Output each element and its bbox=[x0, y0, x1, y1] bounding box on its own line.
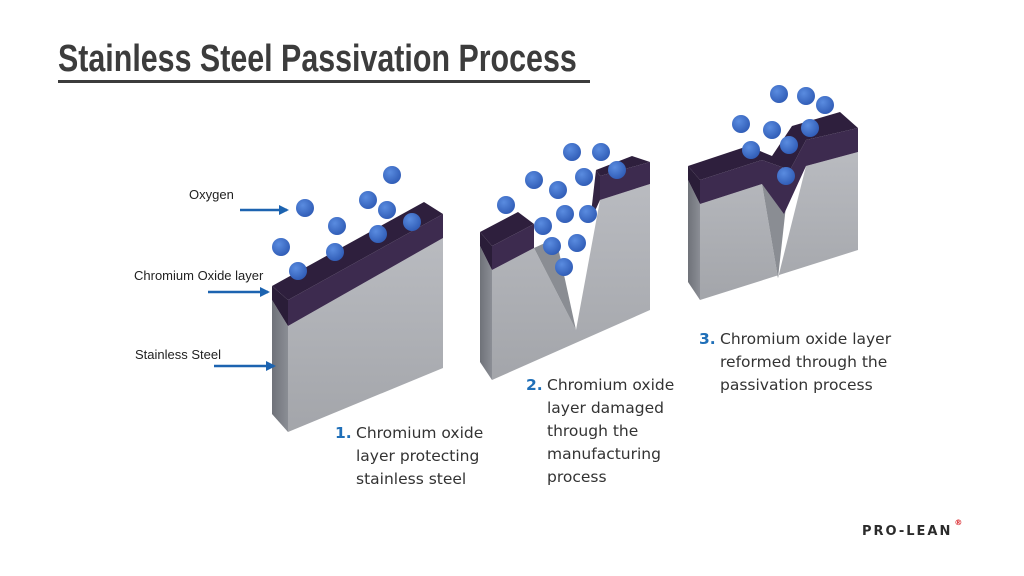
oxygen-molecule bbox=[369, 225, 387, 243]
block-3-steel-side bbox=[688, 180, 700, 300]
block-1-oxide-front bbox=[288, 214, 443, 326]
oxygen-molecule bbox=[770, 85, 788, 103]
step-3-line-1: Chromium oxide layer bbox=[720, 330, 892, 348]
oxygen-molecule bbox=[732, 115, 750, 133]
step-3-number: 3. bbox=[699, 330, 716, 348]
logo-text: PRO-LEAN bbox=[862, 524, 953, 539]
oxygen-group-2 bbox=[497, 143, 626, 276]
oxygen-molecule bbox=[777, 167, 795, 185]
step-2-line-3: through the bbox=[547, 422, 639, 440]
oxygen-molecule bbox=[555, 258, 573, 276]
oxygen-molecule bbox=[763, 121, 781, 139]
title-underline bbox=[58, 80, 590, 83]
oxygen-molecule bbox=[575, 168, 593, 186]
block-3-reformed bbox=[688, 112, 858, 300]
step-1-line-3: stainless steel bbox=[356, 470, 467, 488]
oxygen-molecule bbox=[326, 243, 344, 261]
stainless-steel-label: Stainless Steel bbox=[135, 347, 221, 362]
oxygen-molecule bbox=[801, 119, 819, 137]
block-2-notch-face bbox=[534, 238, 576, 330]
page-title: Stainless Steel Passivation Process bbox=[58, 38, 577, 80]
oxygen-group-1 bbox=[272, 166, 421, 280]
oxygen-molecule bbox=[780, 136, 798, 154]
oxygen-molecule bbox=[328, 217, 346, 235]
step-2-line-2: layer damaged bbox=[547, 399, 664, 417]
block-3-steel-front bbox=[700, 152, 858, 300]
block-2-steel-side bbox=[480, 246, 492, 380]
step-2-line-5: process bbox=[547, 468, 607, 486]
oxygen-molecule bbox=[289, 262, 307, 280]
oxygen-molecule bbox=[525, 171, 543, 189]
step-2-line-4: manufacturing bbox=[547, 445, 661, 463]
oxygen-molecule bbox=[383, 166, 401, 184]
block-2-oxide-left-front bbox=[492, 224, 534, 270]
oxygen-molecule bbox=[592, 143, 610, 161]
block-2-oxide-right-front bbox=[600, 162, 650, 200]
block-2-oxide-left-side bbox=[480, 232, 492, 270]
oxygen-molecule bbox=[579, 205, 597, 223]
step-2-caption: 2. Chromium oxide layer damaged through … bbox=[526, 374, 675, 489]
step-2-line-1: Chromium oxide bbox=[547, 376, 675, 394]
oxygen-molecule bbox=[543, 237, 561, 255]
block-1-oxide-top bbox=[272, 202, 443, 300]
chromium-oxide-layer-label: Chromium Oxide layer bbox=[134, 268, 264, 283]
oxygen-molecule bbox=[797, 87, 815, 105]
block-2-steel-front bbox=[492, 184, 650, 380]
oxygen-molecule bbox=[742, 141, 760, 159]
step-1-line-2: layer protecting bbox=[356, 447, 480, 465]
oxygen-molecule bbox=[378, 201, 396, 219]
step-3-line-3: passivation process bbox=[720, 376, 873, 394]
step-1-number: 1. bbox=[335, 424, 352, 442]
oxygen-molecule bbox=[556, 205, 574, 223]
block-1-steel-side bbox=[272, 300, 288, 432]
oxygen-molecule bbox=[296, 199, 314, 217]
oxygen-molecule bbox=[272, 238, 290, 256]
oxygen-molecule bbox=[816, 96, 834, 114]
oxygen-group-3 bbox=[732, 85, 834, 185]
oxygen-molecule bbox=[568, 234, 586, 252]
block-1-intact bbox=[272, 202, 443, 432]
oxygen-molecule bbox=[497, 196, 515, 214]
oxygen-molecule bbox=[403, 213, 421, 231]
oxygen-label: Oxygen bbox=[189, 187, 234, 202]
step-2-number: 2. bbox=[526, 376, 543, 394]
oxygen-molecule bbox=[359, 191, 377, 209]
step-1-caption: 1. Chromium oxide layer protecting stain… bbox=[335, 422, 484, 491]
oxygen-molecule bbox=[563, 143, 581, 161]
pro-lean-logo: PRO-LEAN ® bbox=[862, 518, 962, 539]
step-3-line-2: reformed through the bbox=[720, 353, 888, 371]
step-3-caption: 3. Chromium oxide layer reformed through… bbox=[699, 328, 892, 397]
block-3-oxide-side bbox=[688, 166, 700, 204]
step-1-line-1: Chromium oxide bbox=[356, 424, 484, 442]
oxygen-molecule bbox=[534, 217, 552, 235]
block-1-steel-front bbox=[288, 238, 443, 432]
registered-mark: ® bbox=[954, 518, 963, 527]
oxygen-molecule bbox=[549, 181, 567, 199]
block-1-oxide-side bbox=[272, 286, 288, 326]
block-2-oxide-left-top bbox=[480, 212, 534, 246]
oxygen-molecule bbox=[608, 161, 626, 179]
